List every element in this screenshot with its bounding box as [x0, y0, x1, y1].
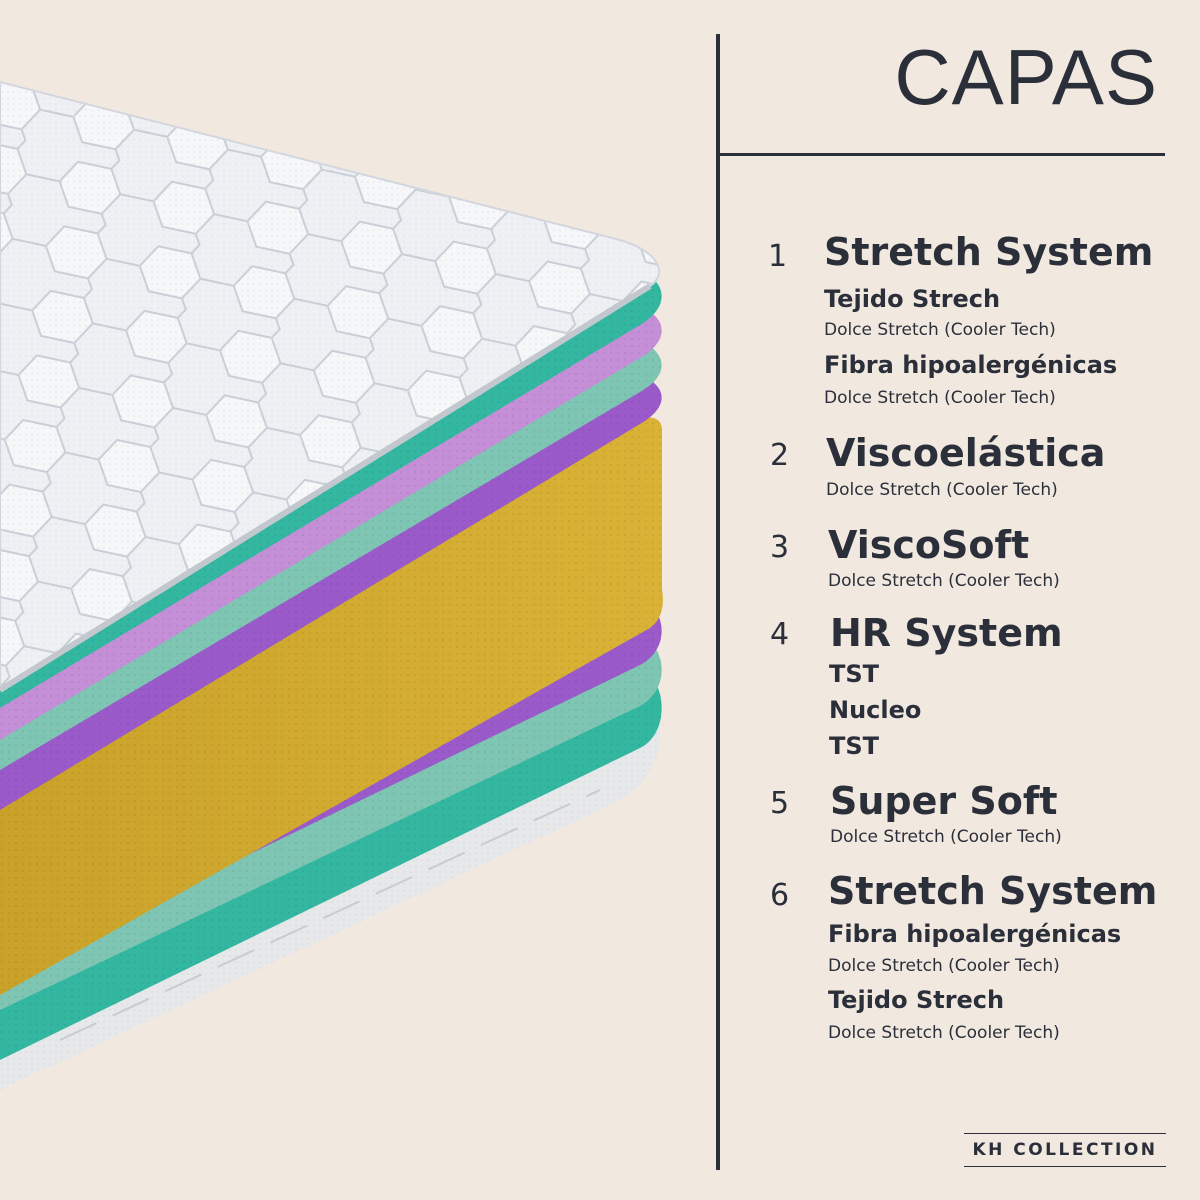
layer-name: Stretch System	[828, 869, 1158, 913]
brand-label: KH COLLECTION	[964, 1133, 1166, 1167]
page-title: CAPAS	[894, 33, 1158, 121]
layer-detail: Dolce Stretch (Cooler Tech)	[826, 480, 1058, 500]
layer-item-label: TST	[829, 660, 880, 688]
layer-number: 3	[770, 530, 790, 565]
vertical-divider	[716, 34, 720, 1170]
title-underline	[720, 153, 1165, 156]
layer-number: 2	[770, 438, 790, 473]
mattress-layers-illustration	[0, 80, 663, 1090]
layer-item-detail: Dolce Stretch (Cooler Tech)	[824, 320, 1056, 340]
layer-detail: Dolce Stretch (Cooler Tech)	[830, 827, 1062, 847]
layer-number: 5	[770, 786, 790, 821]
layer-item-label: Fibra hipoalergénicas	[824, 351, 1118, 379]
layer-name: Viscoelástica	[826, 431, 1106, 475]
layer-item-label: Fibra hipoalergénicas	[828, 920, 1122, 948]
layer-item-label: Tejido Strech	[824, 285, 1001, 313]
layer-name: Stretch System	[824, 230, 1154, 274]
layer-name: ViscoSoft	[828, 523, 1030, 567]
layer-number: 4	[770, 617, 790, 652]
layer-number: 6	[770, 878, 790, 913]
layer-item-label: TST	[829, 732, 880, 760]
layer-name: HR System	[830, 611, 1063, 655]
layer-item-label: Nucleo	[829, 696, 922, 724]
layer-item-detail: Dolce Stretch (Cooler Tech)	[828, 956, 1060, 976]
layer-item-label: Tejido Strech	[828, 986, 1005, 1014]
layer-item-detail: Dolce Stretch (Cooler Tech)	[824, 388, 1056, 408]
layer-number: 1	[768, 239, 788, 274]
layer-detail: Dolce Stretch (Cooler Tech)	[828, 571, 1060, 591]
layer-name: Super Soft	[830, 779, 1058, 823]
layer-item-detail: Dolce Stretch (Cooler Tech)	[828, 1023, 1060, 1043]
